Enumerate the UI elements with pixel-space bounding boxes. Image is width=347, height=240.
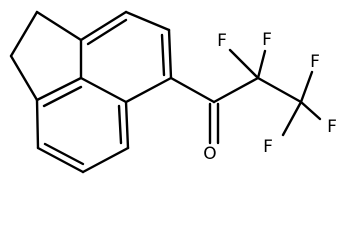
atom-label-fluorine: F — [263, 137, 273, 157]
bond-cf3-f3 — [299, 70, 314, 104]
bond-ch2a-c2a1 — [35, 10, 83, 42]
molecule-structure: O F F F F F — [9, 10, 337, 174]
bond-c5-ccarbonyl — [169, 76, 216, 104]
bond-c5-c5a — [124, 76, 173, 104]
bond-c7-c8-inner — [43, 142, 85, 166]
bond-cf2-f1 — [228, 48, 260, 80]
bond-ch2a-ch2b — [9, 10, 39, 58]
bond-c8-c8a — [35, 98, 40, 150]
bond-c2a1-c3-inner — [86, 18, 128, 46]
atom-label-fluorine: F — [327, 117, 337, 137]
bond-c7-c8 — [36, 146, 85, 174]
bond-c4-c5-inner — [160, 33, 166, 77]
structure-canvas: O F F F F F — [9, 10, 337, 174]
bond-c5a-c6-inner — [117, 104, 123, 145]
atom-label-oxygen: O — [203, 144, 216, 164]
bond-c8a-c8b-inner — [42, 85, 83, 108]
bond-ch2b-c8a — [9, 54, 39, 102]
bond-c8a-c8b — [35, 76, 83, 102]
bond-cf3-f5 — [281, 100, 303, 137]
bond-c2a1-c3 — [79, 10, 128, 42]
atom-label-fluorine: F — [310, 52, 320, 72]
bond-c3-c4 — [124, 10, 171, 32]
atom-label-fluorine: F — [217, 31, 227, 51]
bond-cf2-f2 — [256, 49, 267, 80]
bond-ccarbonyl-cf2 — [212, 76, 260, 104]
bond-cf3-f4 — [299, 100, 322, 121]
bond-c5a-c8b — [79, 76, 128, 104]
bond-c4-c5 — [167, 28, 173, 80]
bond-c6-c7 — [81, 146, 130, 174]
atom-label-fluorine: F — [262, 30, 272, 50]
bond-cf2-cf3 — [256, 76, 303, 104]
bond-c5a-c6 — [124, 100, 130, 150]
